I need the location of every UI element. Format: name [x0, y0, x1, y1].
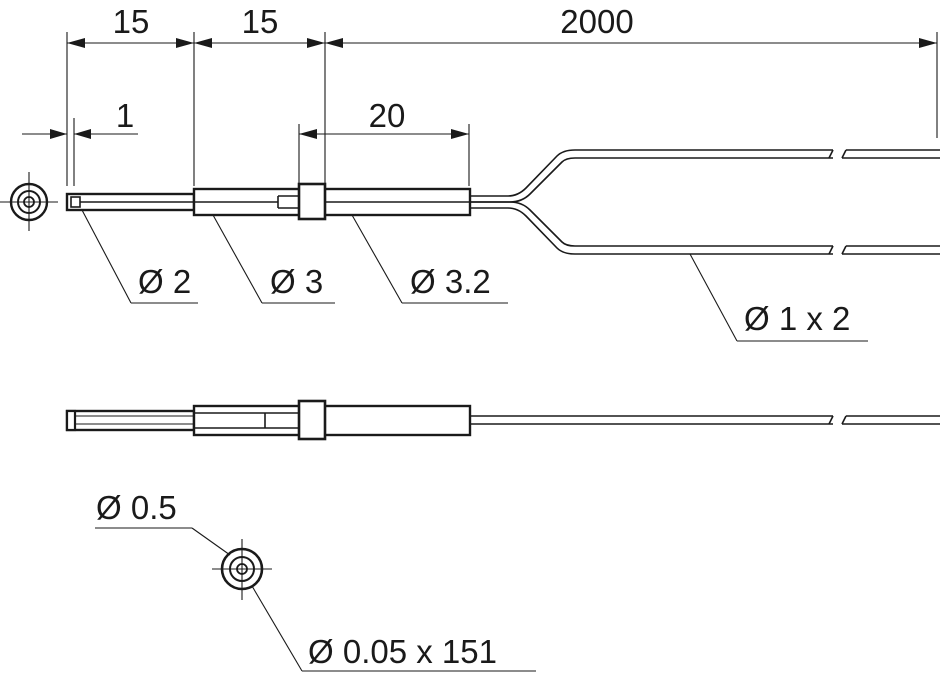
label-fiber-core-diameter: Ø 0.5: [95, 489, 231, 556]
dim-value-cable-length: 2000: [560, 3, 633, 40]
label-collar-diameter: Ø 3.2: [351, 214, 508, 304]
dim-line-20: [299, 129, 469, 139]
probe-tip: [65, 192, 196, 212]
cable-branch-lower: [470, 201, 940, 255]
label-cable-diameter: Ø 1 x 2: [689, 253, 868, 342]
label-tip-diameter: Ø 2: [81, 209, 198, 304]
dim-line-1: [22, 129, 138, 139]
svg-text:Ø 0.5: Ø 0.5: [96, 489, 177, 526]
cable-branch-upper: [470, 149, 940, 203]
dim-value-sleeve-span: 20: [369, 97, 406, 134]
label-sleeve-diameter: Ø 3: [212, 214, 335, 304]
dim-value-sleeve-length: 15: [242, 3, 279, 40]
dim-line-15-left: [67, 38, 194, 48]
dim-line-15-right: [194, 38, 325, 48]
probe-side-view: [65, 399, 472, 441]
svg-text:Ø 1 x 2: Ø 1 x 2: [744, 300, 850, 337]
dim-value-tip-offset: 1: [116, 97, 134, 134]
probe-sleeve: [192, 182, 472, 221]
bottom-view: Ø 0.5 Ø 0.05 x 151: [65, 399, 940, 672]
label-fiber-bundle-diameter: Ø 0.05 x 151: [251, 585, 536, 672]
svg-text:Ø 3: Ø 3: [270, 263, 323, 300]
svg-text:Ø 2: Ø 2: [138, 263, 191, 300]
dim-value-tip-length: 15: [113, 3, 150, 40]
dim-line-2000: [325, 38, 937, 48]
fiber-end-view-symbol: [212, 539, 272, 600]
single-cable: [470, 415, 940, 425]
svg-text:Ø 3.2: Ø 3.2: [410, 263, 491, 300]
svg-text:Ø 0.05 x 151: Ø 0.05 x 151: [308, 633, 497, 670]
end-view-symbol: [0, 172, 58, 231]
top-view: 15 15 2000 1 20: [0, 3, 940, 342]
